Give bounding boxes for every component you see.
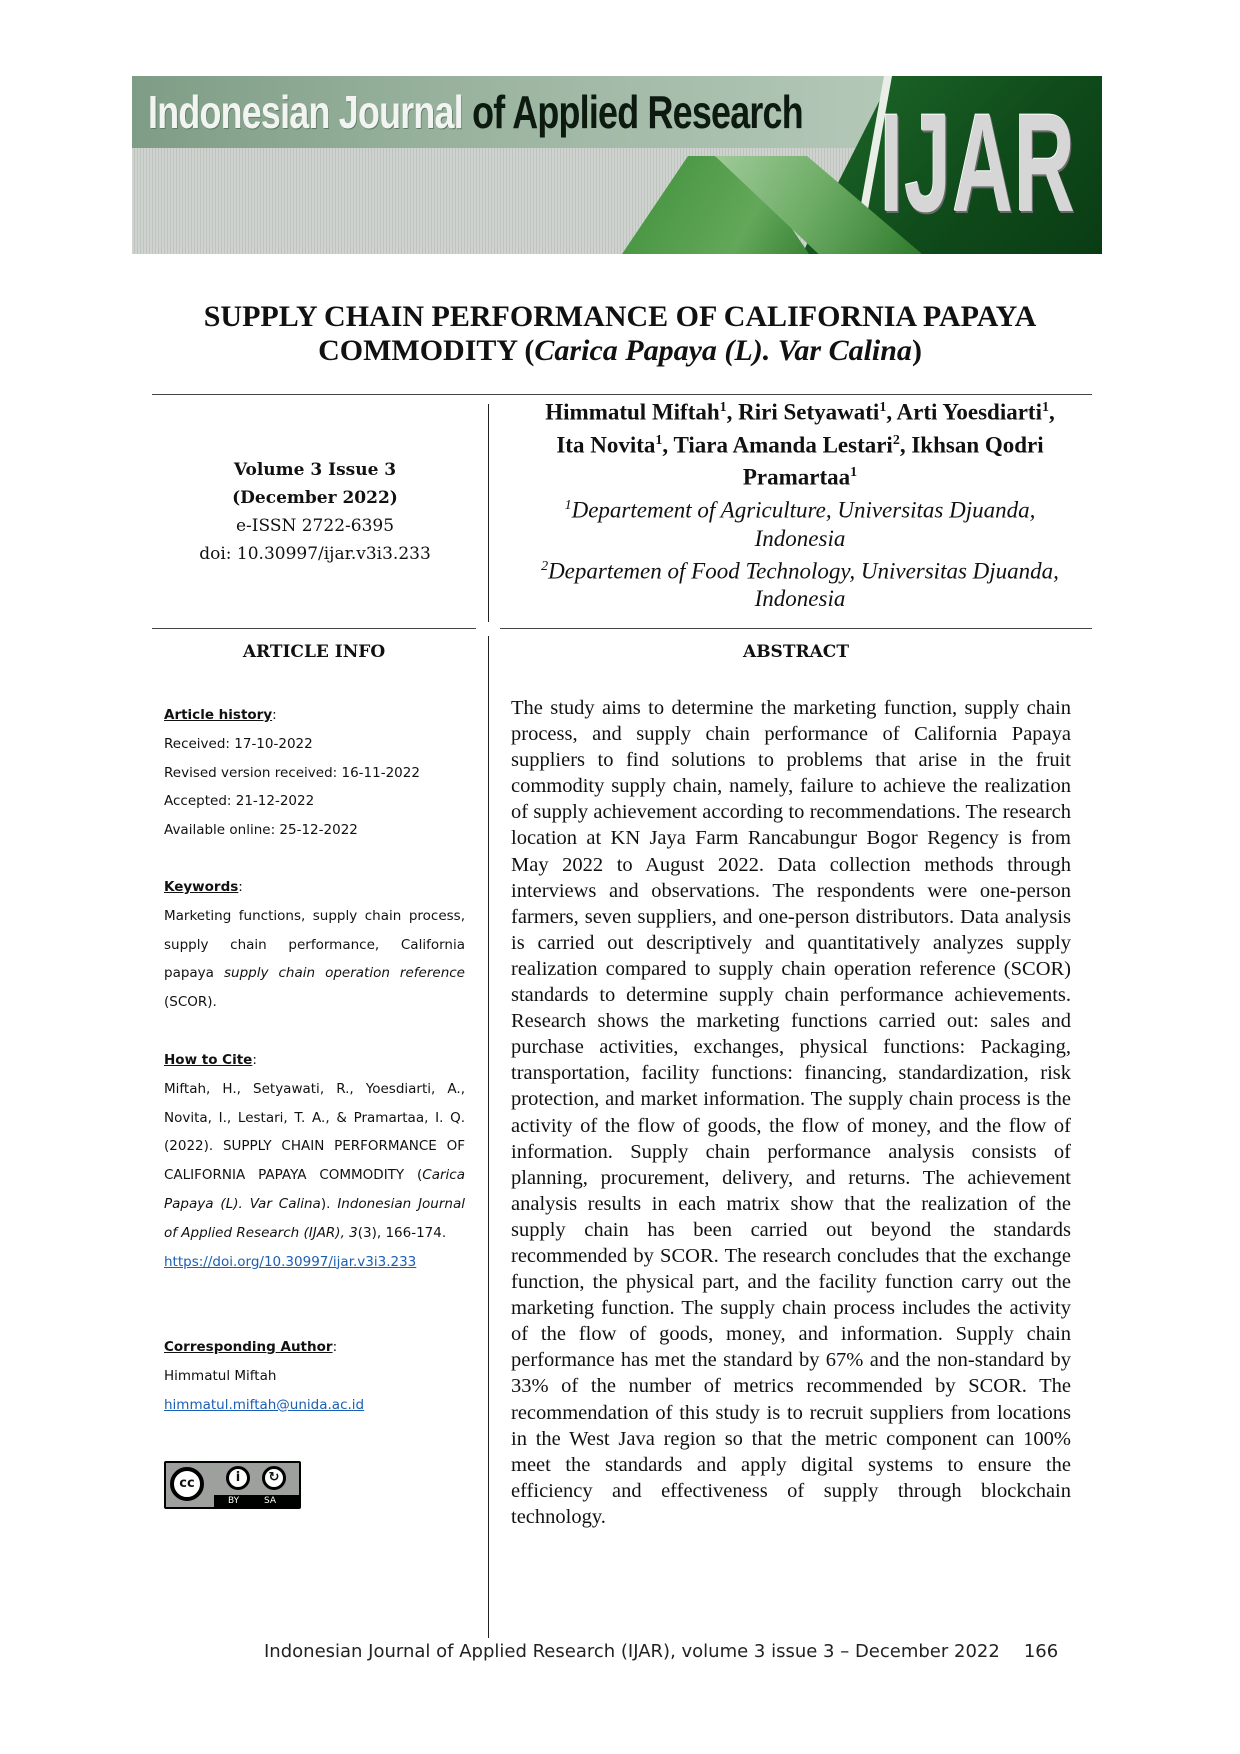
paper-title: SUPPLY CHAIN PERFORMANCE OF CALIFORNIA P… <box>150 300 1090 368</box>
citation-text: Miftah, H., Setyawati, R., Yoesdiarti, A… <box>164 1075 465 1248</box>
header-rule <box>152 394 1092 395</box>
citation-pages: (3), 166-174. <box>357 1224 447 1241</box>
article-history-label: Article history <box>164 707 273 723</box>
doi-link[interactable]: https://doi.org/10.30997/ijar.v3i3.233 <box>164 1253 417 1270</box>
banner-top-band <box>132 76 892 148</box>
author-block: Himmatul Miftah1, Riri Setyawati1, Arti … <box>500 394 1100 613</box>
affiliation-marker: 1 <box>564 497 572 513</box>
keywords-label-row: Keywords: <box>164 879 243 895</box>
footer-journal-info: Indonesian Journal of Applied Research (… <box>264 1641 1000 1662</box>
article-history-label-row: Article history: <box>164 707 277 723</box>
attribution-icon: i <box>226 1466 250 1490</box>
affiliation-2-country: Indonesia <box>754 586 846 612</box>
citation-separator: ). <box>320 1195 338 1212</box>
issue-doi: doi: 10.30997/ijar.v3i3.233 <box>199 544 431 564</box>
issue-info: Volume 3 Issue 3 (December 2022) e-ISSN … <box>152 456 478 568</box>
issue-date: (December 2022) <box>232 488 398 508</box>
affiliation-marker: 1 <box>1041 400 1049 415</box>
page-number: 166 <box>1023 1641 1059 1662</box>
author-name: Ita Novita <box>556 432 656 458</box>
journal-banner: Indonesian Journal of Applied Research I… <box>132 76 1102 254</box>
article-info-heading: ARTICLE INFO <box>242 642 386 662</box>
column-divider-top <box>488 404 489 622</box>
share-alike-icon: ↻ <box>262 1466 286 1490</box>
affiliation-marker: 2 <box>541 558 549 574</box>
banner-journal-name: Indonesian Journal of Applied Research <box>148 82 804 142</box>
cite-label-row: How to Cite: <box>164 1052 257 1068</box>
corr-label-row: Corresponding Author: <box>164 1339 338 1355</box>
corresponding-author-label: Corresponding Author <box>164 1339 333 1355</box>
abstract-heading: ABSTRACT <box>743 642 849 662</box>
keywords-label: Keywords <box>164 879 239 895</box>
citation-section: How to Cite: Miftah, H., Setyawati, R., … <box>164 1046 465 1276</box>
article-history: Article history: Received: 17-10-2022 Re… <box>164 701 465 845</box>
banner-title-light: Indonesian Journal <box>148 86 464 138</box>
author-name: , Arti Yoesdiarti <box>886 399 1042 425</box>
corresponding-author-name: Himmatul Miftah <box>164 1367 277 1384</box>
keywords-plain: Marketing functions, supply chain proces… <box>164 907 465 982</box>
abstract-rule <box>500 628 1092 629</box>
revised-date: Revised version received: 16-11-2022 <box>164 764 420 781</box>
citation-journal: Indonesian Journal of Applied Research (… <box>164 1195 465 1241</box>
affiliation-marker: 1 <box>655 432 663 448</box>
cc-by-sa-license-badge[interactable]: cc i ↻ BY SA <box>164 1461 301 1509</box>
license-sa-label: SA <box>264 1496 277 1506</box>
page-footer: Indonesian Journal of Applied Research (… <box>264 1641 1058 1662</box>
affiliation-1-country: Indonesia <box>754 525 846 551</box>
title-prefix: COMMODITY ( <box>318 334 535 367</box>
author-name: , Tiara Amanda Lestari <box>662 432 893 458</box>
author-name: , Ikhsan Qodri <box>899 432 1044 458</box>
affiliation-marker: 1 <box>850 465 858 481</box>
author-names-line-1: Himmatul Miftah1, Riri Setyawati1, Arti … <box>500 394 1100 427</box>
author-names-line-2: Ita Novita1, Tiara Amanda Lestari2, Ikhs… <box>500 427 1100 460</box>
title-suffix: ) <box>911 334 922 367</box>
keywords-end: (SCOR). <box>164 994 217 1011</box>
separator: , <box>1048 399 1055 425</box>
keywords-text: Marketing functions, supply chain proces… <box>164 902 465 1017</box>
title-line-2: COMMODITY (Carica Papaya (L). Var Calina… <box>150 334 1090 368</box>
online-date: Available online: 25-12-2022 <box>164 822 358 839</box>
ijar-logo: IJAR <box>879 84 1076 241</box>
keywords-section: Keywords: Marketing functions, supply ch… <box>164 873 465 1017</box>
citation-species: Carica Papaya (L). Var Calina <box>164 1167 465 1212</box>
affiliation-marker: 1 <box>719 400 727 415</box>
author-names-line-3: Pramartaa1 <box>500 459 1100 492</box>
affiliation-text: Departement of Agriculture, Universitas … <box>571 497 1036 523</box>
received-date: Received: 17-10-2022 <box>164 735 313 752</box>
issue-issn: e-ISSN 2722-6395 <box>235 516 395 536</box>
corresponding-author-email-link[interactable]: himmatul.miftah@unida.ac.id <box>164 1396 365 1413</box>
banner-title-dark: of Applied Research <box>472 86 804 138</box>
cite-label: How to Cite <box>164 1052 253 1068</box>
license-label-bar: BY SA <box>214 1495 299 1507</box>
title-species: Carica Papaya (L). Var Calina <box>534 334 912 367</box>
affiliation-1: 1Departement of Agriculture, Universitas… <box>500 492 1100 525</box>
license-by-label: BY <box>228 1496 240 1506</box>
author-name: Himmatul Miftah <box>545 399 720 425</box>
affiliation-text: Departemen of Food Technology, Universit… <box>548 558 1059 584</box>
citation-plain: Miftah, H., Setyawati, R., Yoesdiarti, A… <box>164 1080 465 1184</box>
issue-volume: Volume 3 Issue 3 <box>233 460 397 480</box>
affiliation-2: 2Departemen of Food Technology, Universi… <box>500 553 1100 586</box>
article-info-rule <box>152 628 476 629</box>
author-name: Pramartaa <box>742 464 851 490</box>
column-divider-bottom <box>488 636 489 1638</box>
affiliation-marker: 1 <box>879 400 887 415</box>
title-line-1: SUPPLY CHAIN PERFORMANCE OF CALIFORNIA P… <box>203 300 1037 333</box>
author-name: , Riri Setyawati <box>726 399 880 425</box>
affiliation-marker: 2 <box>892 432 900 448</box>
accepted-date: Accepted: 21-12-2022 <box>164 793 315 810</box>
corresponding-author-section: Corresponding Author: Himmatul Miftah hi… <box>164 1333 465 1419</box>
keywords-italic: supply chain operation reference <box>223 965 465 982</box>
cc-icon: cc <box>170 1467 204 1501</box>
abstract-text: The study aims to determine the marketin… <box>511 697 1071 1528</box>
